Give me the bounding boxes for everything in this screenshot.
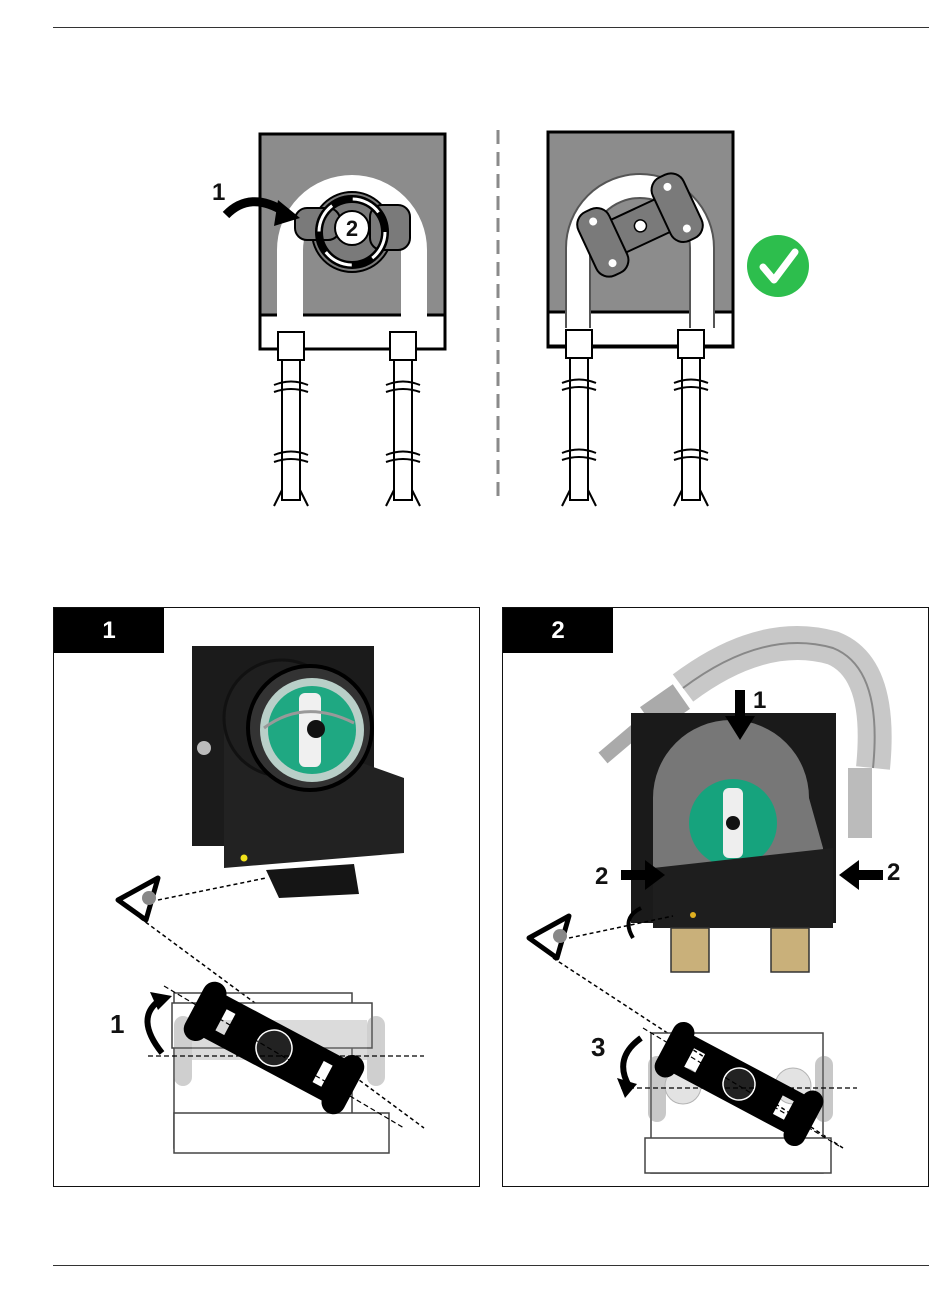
footer-rule (53, 1265, 929, 1266)
panel-2-illustration: 1 2 2 (503, 608, 929, 1187)
rotor-step-2-callout: 2 (346, 216, 358, 241)
panel-2-press-right-callout: 2 (887, 859, 900, 886)
pump-left: 2 1 (212, 134, 445, 506)
panel-1-label: 1 (54, 608, 164, 653)
step-panel-2: 1 2 2 (502, 607, 929, 1187)
rotor-step-1-callout: 1 (212, 179, 225, 206)
pump-rotor-figure: 2 1 (190, 120, 830, 520)
panel-1-illustration: 1 (54, 608, 480, 1187)
pump-right (548, 132, 733, 506)
panel-2-press-left-callout: 2 (595, 863, 608, 890)
view-eye-icon (529, 916, 569, 958)
panel-2-rotate-callout: 3 (591, 1032, 605, 1062)
step-panel-1: 1 1 (53, 607, 480, 1187)
view-eye-icon (118, 878, 158, 920)
panel-1-rotate-callout: 1 (110, 1009, 124, 1039)
header-rule (53, 27, 929, 28)
panel-2-press-down-callout: 1 (753, 687, 766, 714)
panel-2-label: 2 (503, 608, 613, 653)
checkmark-icon (747, 235, 809, 297)
press-right-arrow (839, 860, 883, 890)
